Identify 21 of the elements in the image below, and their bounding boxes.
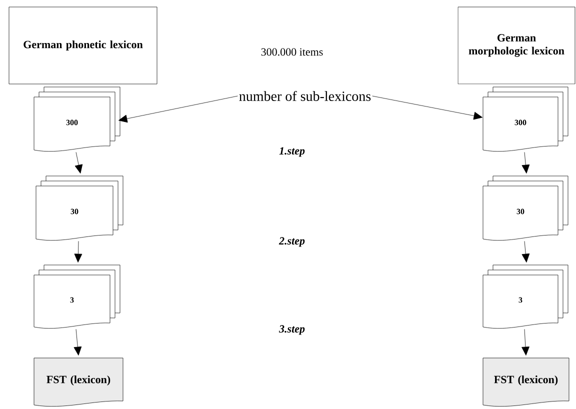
document-stack: 3 [34, 264, 120, 329]
arrow [522, 240, 530, 262]
arrow [74, 240, 82, 262]
note-text: 300.000 items [261, 48, 323, 56]
leader-arrow [372, 96, 483, 120]
arrow [74, 152, 83, 174]
arrow [522, 329, 530, 356]
document-stack: 3 [482, 264, 568, 329]
lexicon-box: German morphologic lexicon [458, 6, 576, 84]
arrow [522, 152, 530, 174]
step-label: 2.step [278, 237, 305, 247]
step-label: 3.step [278, 325, 305, 335]
lexicon-box: German phonetic lexicon [8, 6, 158, 84]
step-label: 1.step [279, 147, 305, 157]
document-stack: 30 [482, 176, 568, 241]
document-stack: 300 [34, 86, 120, 152]
document-stack: 300 [482, 86, 568, 152]
annotation-text: number of sub-lexicons [239, 90, 371, 101]
arrow [74, 329, 82, 356]
leader-arrow [118, 96, 238, 123]
document-stack: 30 [36, 176, 124, 241]
